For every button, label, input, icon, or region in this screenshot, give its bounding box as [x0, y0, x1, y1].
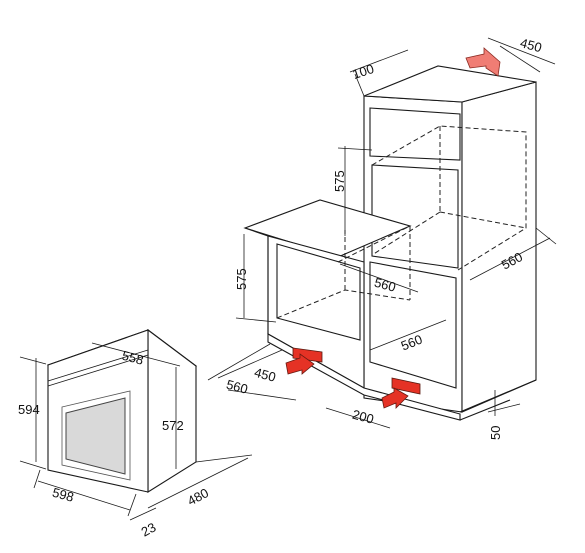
- dim-plinth-height: 50: [488, 426, 503, 440]
- cabinet-dimensions: [207, 37, 557, 429]
- dim-oven-width: 598: [51, 485, 76, 505]
- dim-oven-depth: 480: [185, 485, 211, 508]
- dim-column-top-back: 100: [351, 61, 376, 82]
- dim-vent-width: 200: [351, 407, 376, 427]
- oven-dimensions: [19, 342, 253, 521]
- dim-column-niche-width: 560: [373, 275, 398, 295]
- dim-column-niche-height: 575: [332, 170, 347, 192]
- airflow-arrows: [285, 47, 501, 409]
- column-vent-grille: [391, 377, 421, 395]
- dim-oven-front: 23: [139, 520, 159, 540]
- oven-window: [65, 397, 126, 475]
- cabinet-drawing: [243, 65, 537, 421]
- airflow-in-arrow-base: [285, 353, 315, 375]
- oven-drawing: [46, 328, 198, 493]
- airflow-out-arrow: [465, 47, 501, 77]
- dim-column-top-depth: 450: [519, 35, 544, 55]
- dim-oven-height: 594: [18, 402, 40, 417]
- dim-oven-top-width: 558: [120, 348, 145, 368]
- dim-oven-inner-height: 572: [162, 418, 184, 433]
- dim-counter-niche-height: 575: [234, 268, 249, 290]
- dim-counter-depth-2: 560: [225, 377, 250, 397]
- airflow-in-arrow-column: [381, 387, 409, 409]
- dim-counter-depth-1: 450: [253, 365, 278, 385]
